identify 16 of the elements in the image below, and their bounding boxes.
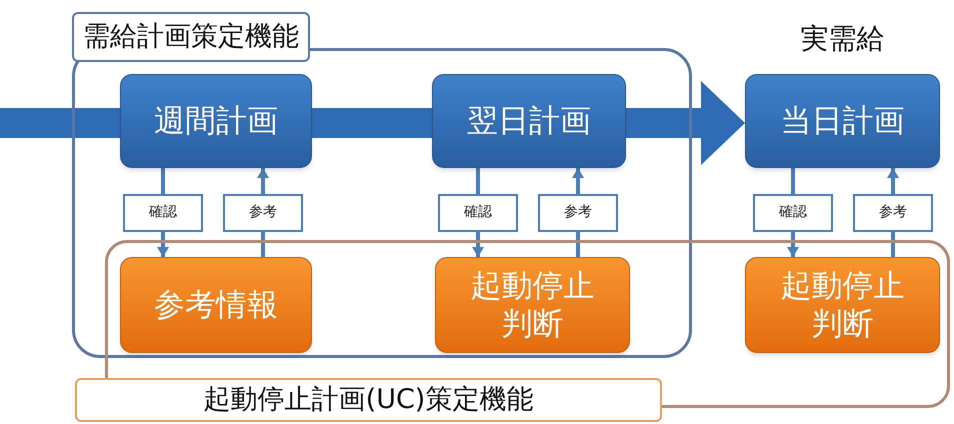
edge-label: 確認 <box>123 194 203 232</box>
process-box: 当日計画 <box>745 74 940 168</box>
edge-label: 確認 <box>753 194 833 232</box>
process-box: 週間計画 <box>120 74 312 168</box>
process-box: 翌日計画 <box>432 74 626 168</box>
edge-label: 確認 <box>438 194 518 232</box>
process-box: 起動停止判断 <box>745 257 940 353</box>
edge-label: 参考 <box>853 194 933 232</box>
flow-arrow <box>626 81 745 165</box>
process-box: 参考情報 <box>120 257 312 353</box>
process-box: 起動停止判断 <box>435 257 630 353</box>
group-title: 需給計画策定機能 <box>72 12 310 62</box>
group-title: 起動停止計画(UC)策定機能 <box>75 378 662 422</box>
beside-label: 実需給 <box>800 21 886 57</box>
edge-label: 参考 <box>223 194 303 232</box>
edge-label: 参考 <box>538 194 618 232</box>
